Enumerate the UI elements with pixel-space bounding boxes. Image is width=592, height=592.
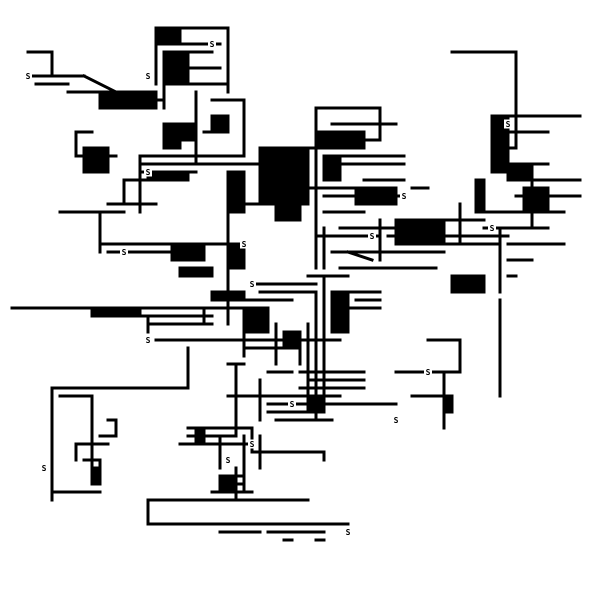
start-marker-background: [24, 71, 32, 81]
maze-filled-block: [242, 306, 270, 334]
start-marker-glyph: S: [506, 120, 511, 129]
maze-filled-block: [194, 426, 206, 446]
start-marker-background: [144, 71, 152, 81]
start-marker-glyph: S: [370, 232, 375, 241]
maze-filled-block: [146, 170, 190, 182]
start-marker[interactable]: S: [120, 247, 128, 258]
start-marker[interactable]: S: [240, 239, 248, 250]
start-marker-glyph: S: [42, 464, 47, 473]
start-marker-background: [344, 527, 352, 537]
start-marker[interactable]: S: [144, 167, 152, 178]
maze-filled-block: [490, 114, 510, 174]
start-marker-background: [368, 231, 376, 241]
start-marker-background: [248, 439, 256, 449]
start-marker[interactable]: S: [368, 231, 376, 242]
start-marker[interactable]: S: [344, 527, 352, 538]
maze-filled-block: [162, 122, 182, 150]
start-marker-background: [240, 239, 248, 249]
start-marker-glyph: S: [242, 240, 247, 249]
maze-filled-block: [154, 26, 182, 46]
maze-filled-block: [354, 186, 398, 206]
start-marker[interactable]: S: [392, 415, 400, 426]
start-marker[interactable]: S: [288, 399, 296, 410]
maze-filled-block: [450, 274, 486, 294]
maze-filled-block: [506, 162, 534, 182]
maze-filled-block: [90, 466, 102, 486]
start-marker-glyph: S: [210, 40, 215, 49]
maze-filled-block: [178, 266, 214, 278]
start-marker-glyph: S: [122, 248, 127, 257]
start-marker-glyph: S: [290, 400, 295, 409]
maze-filled-block: [258, 146, 310, 206]
start-marker-background: [400, 191, 408, 201]
start-marker-glyph: S: [146, 72, 151, 81]
start-marker[interactable]: S: [208, 39, 216, 50]
maze-filled-block: [82, 146, 110, 174]
maze-filled-block: [170, 242, 206, 262]
maze-filled-block: [210, 290, 246, 302]
maze-filled-block: [210, 114, 230, 134]
start-marker-glyph: S: [26, 72, 31, 81]
marker-layer: S S S S S S S S S S S S S S S S S S S: [24, 39, 512, 538]
maze-wall-segment: [346, 250, 374, 262]
maze-filled-block: [226, 170, 246, 214]
maze-filled-block: [162, 50, 190, 70]
start-marker-glyph: S: [346, 528, 351, 537]
maze-filled-block: [98, 90, 158, 110]
start-marker-glyph: S: [490, 224, 495, 233]
start-marker-glyph: S: [426, 368, 431, 377]
start-marker[interactable]: S: [40, 463, 48, 474]
maze-filled-block: [330, 290, 350, 334]
start-marker[interactable]: S: [144, 71, 152, 82]
start-marker[interactable]: S: [424, 367, 432, 378]
start-marker-background: [424, 367, 432, 377]
maze-wall-segment: [81, 73, 119, 95]
maze-filled-block: [306, 394, 326, 414]
start-marker-background: [120, 247, 128, 257]
start-marker[interactable]: S: [400, 191, 408, 202]
start-marker[interactable]: S: [24, 71, 32, 82]
start-marker-background: [144, 167, 152, 177]
start-marker[interactable]: S: [488, 223, 496, 234]
start-marker-background: [144, 335, 152, 345]
start-marker-background: [40, 463, 48, 473]
start-marker-background: [208, 39, 216, 49]
start-marker-background: [224, 455, 232, 465]
maze-filled-block: [394, 218, 446, 246]
start-marker[interactable]: S: [248, 279, 256, 290]
start-marker-background: [488, 223, 496, 233]
start-marker-background: [248, 279, 256, 289]
start-marker[interactable]: S: [248, 439, 256, 450]
maze-filled-block: [162, 66, 190, 86]
maze-filled-block: [442, 394, 454, 414]
start-marker-glyph: S: [250, 440, 255, 449]
maze-filled-block: [218, 474, 238, 494]
maze-filled-block: [282, 330, 302, 350]
start-marker[interactable]: S: [144, 335, 152, 346]
maze-filled-block: [178, 122, 198, 142]
maze-filled-block: [474, 178, 486, 214]
start-marker[interactable]: S: [504, 119, 512, 130]
maze-filled-block: [322, 154, 342, 182]
maze-filled-block: [226, 242, 246, 270]
block-layer: [82, 26, 550, 494]
start-marker-glyph: S: [146, 336, 151, 345]
maze-filled-block: [274, 202, 302, 222]
start-marker-glyph: S: [394, 416, 399, 425]
start-marker[interactable]: S: [224, 455, 232, 466]
maze-filled-block: [522, 186, 550, 214]
start-marker-background: [288, 399, 296, 409]
start-marker-background: [392, 415, 400, 425]
start-marker-background: [504, 119, 512, 129]
start-marker-glyph: S: [146, 168, 151, 177]
start-marker-glyph: S: [250, 280, 255, 289]
maze-filled-block: [314, 130, 366, 150]
start-marker-glyph: S: [226, 456, 231, 465]
maze-filled-block: [90, 306, 142, 318]
start-marker-glyph: S: [402, 192, 407, 201]
